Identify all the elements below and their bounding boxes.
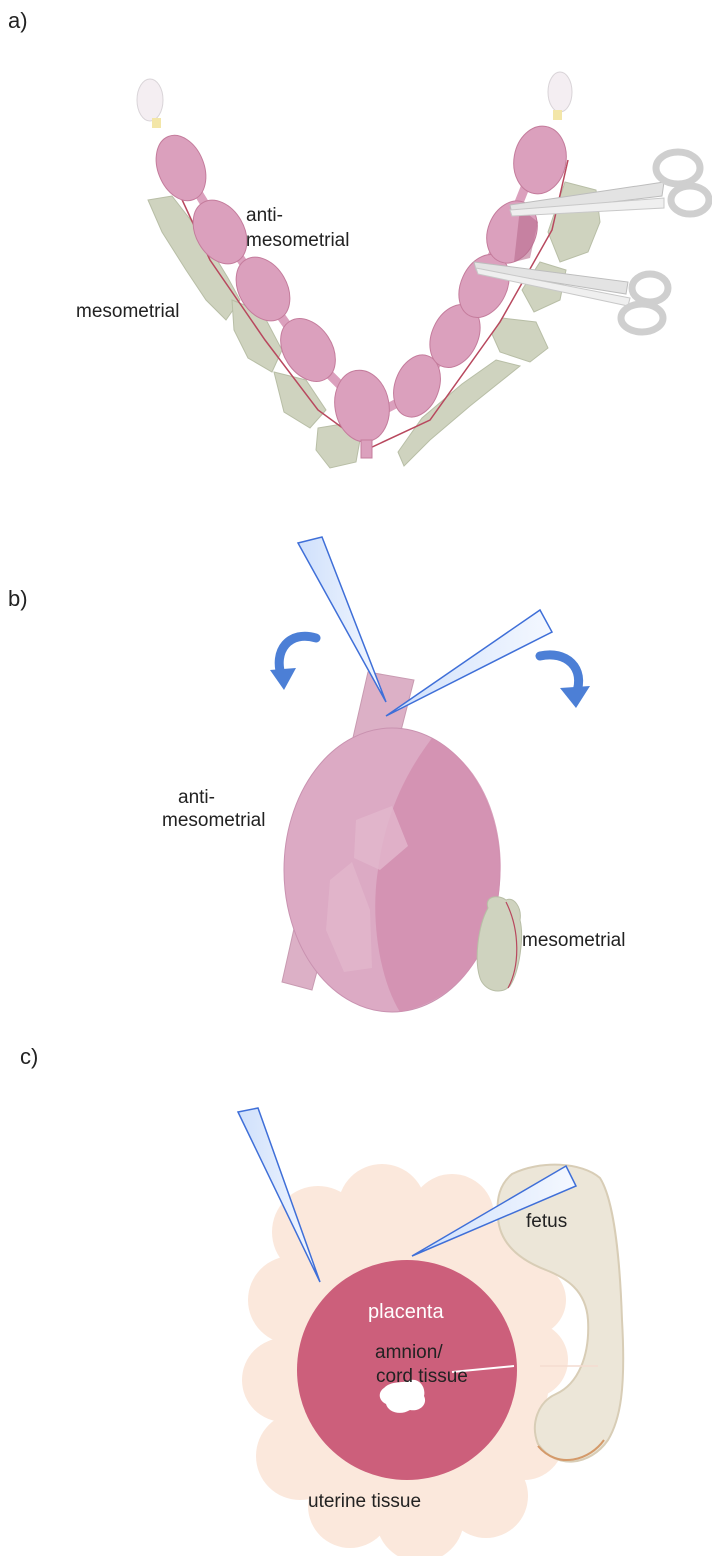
panel-a: a) (8, 8, 709, 468)
curved-arrow-icon (270, 636, 316, 690)
panel-a-anti-label-line2: mesometrial (246, 230, 349, 251)
panel-b: b) anti- mesometrial mesometrial (8, 537, 625, 1012)
pipette-icon (386, 610, 552, 716)
panel-a-label: a) (8, 8, 28, 33)
left-ovary (137, 79, 163, 121)
panel-b-anti-label-line2: mesometrial (162, 810, 265, 831)
amnion-label-line2: cord tissue (376, 1366, 468, 1387)
fetus-label: fetus (526, 1211, 567, 1232)
left-horn-implantation-sites (147, 128, 395, 446)
left-oviduct (152, 118, 161, 128)
uterine-tissue-label: uterine tissue (308, 1491, 421, 1512)
panel-a-anti-label-line1: anti- (246, 205, 283, 226)
panel-a-meso-label: mesometrial (76, 301, 179, 322)
panel-c: c) (20, 1044, 623, 1556)
placenta-label: placenta (368, 1301, 444, 1323)
panel-b-label: b) (8, 586, 28, 611)
curved-arrow-icon (540, 655, 590, 708)
pipette-icon (298, 537, 386, 702)
amnion-label-line1: amnion/ (375, 1342, 443, 1363)
panel-c-label: c) (20, 1044, 38, 1069)
cervix-stub (361, 440, 372, 458)
right-ovary (548, 72, 572, 112)
panel-b-anti-label-line1: anti- (178, 787, 215, 808)
right-oviduct (553, 110, 562, 120)
panel-b-meso-label: mesometrial (522, 930, 625, 951)
